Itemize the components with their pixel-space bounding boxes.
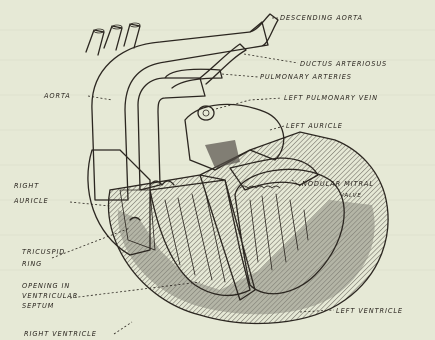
arch-vessel-2 xyxy=(104,26,122,50)
leader-ductus xyxy=(244,54,298,63)
label-tricuspid-1: TRICUSPID xyxy=(22,248,65,256)
leader-right-ventricle xyxy=(114,322,132,334)
label-mitral-2: VALVE xyxy=(340,193,362,199)
label-right-auricle-2: AURICLE xyxy=(13,197,49,205)
label-opening-2: VENTRICULAR xyxy=(22,292,78,300)
label-left-ventricle: LEFT VENTRICLE xyxy=(336,307,403,315)
label-pulmonary-arteries: PULMONARY ARTERIES xyxy=(260,73,352,81)
label-right-auricle-1: RIGHT xyxy=(14,182,39,190)
pulmonary-vein-inner xyxy=(203,110,209,116)
label-ductus-arteriosus: DUCTUS ARTERIOSUS xyxy=(300,60,387,68)
label-aorta: AORTA xyxy=(43,92,71,100)
label-opening-1: OPENING IN xyxy=(22,282,70,290)
label-right-ventricle: RIGHT VENTRICLE xyxy=(24,330,97,338)
arch-vessel-1 xyxy=(86,30,104,55)
leader-pulmonary-arteries xyxy=(222,74,258,77)
label-left-auricle: LEFT AURICLE xyxy=(286,122,343,130)
arch-vessel-3 xyxy=(124,24,140,48)
pulmonary-vein-opening xyxy=(198,106,214,120)
label-tricuspid-2: RING xyxy=(22,260,42,268)
leader-right-auricle xyxy=(70,202,110,206)
label-left-pulmonary-vein: LEFT PULMONARY VEIN xyxy=(284,94,378,102)
label-mitral-1: NODULAR MITRAL xyxy=(302,180,374,188)
label-descending-aorta: DESCENDING AORTA xyxy=(280,14,363,22)
label-opening-3: SEPTUM xyxy=(22,302,54,310)
